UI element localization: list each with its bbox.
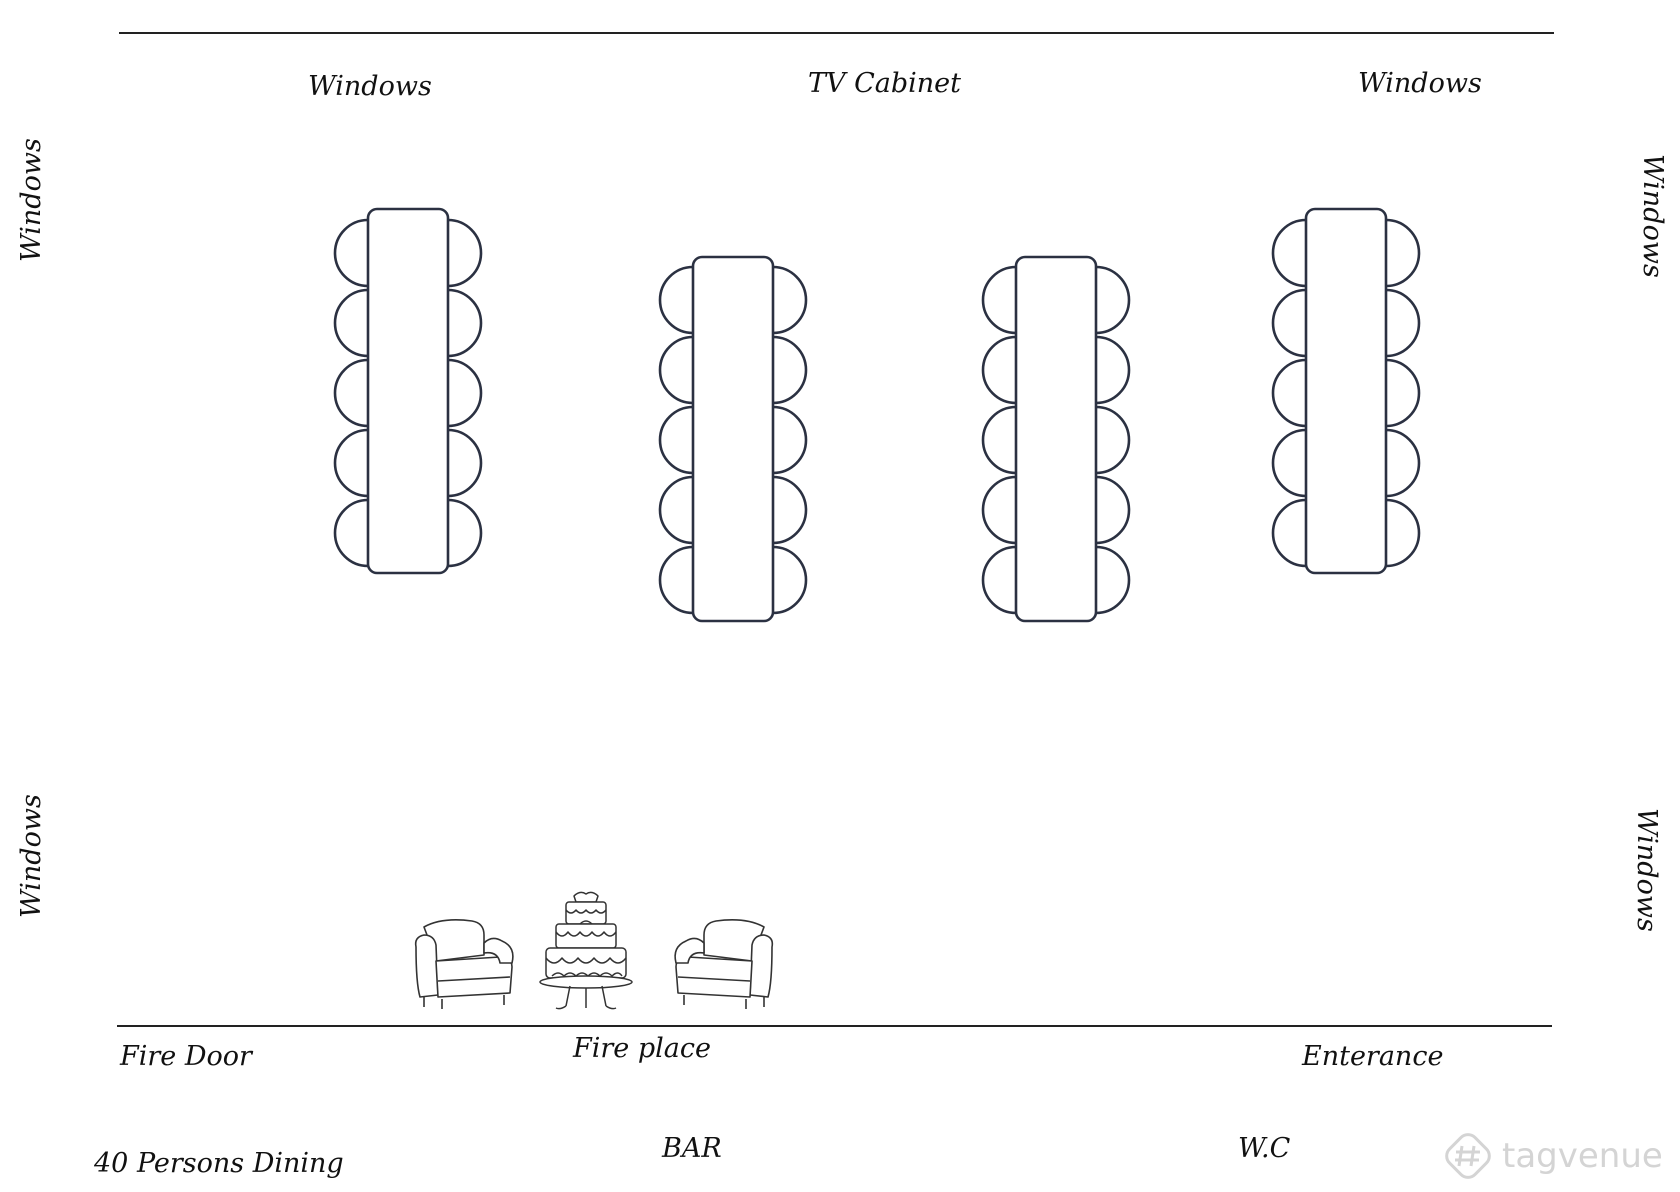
bar-label: BAR xyxy=(662,1133,722,1164)
dining-table-group xyxy=(333,207,483,575)
chair xyxy=(658,265,694,335)
chair xyxy=(1385,218,1421,288)
chair xyxy=(772,405,808,475)
bottom-wall xyxy=(117,1025,1552,1027)
top-wall xyxy=(119,32,1554,34)
wc-label: W.C xyxy=(1238,1133,1291,1164)
chair xyxy=(1271,218,1307,288)
capacity-label: 40 Persons Dining xyxy=(94,1148,344,1179)
tv-cabinet-label: TV Cabinet xyxy=(808,68,961,99)
table-top xyxy=(366,207,450,575)
chair xyxy=(772,475,808,545)
dining-table-group xyxy=(981,255,1131,623)
chair xyxy=(658,335,694,405)
chair xyxy=(772,335,808,405)
wedding-cake-icon xyxy=(539,891,633,1010)
chair xyxy=(981,335,1017,405)
chair xyxy=(333,498,369,568)
chair xyxy=(1271,428,1307,498)
chair xyxy=(333,428,369,498)
chair xyxy=(772,545,808,615)
dining-table-group xyxy=(1271,207,1421,575)
chair xyxy=(1095,265,1131,335)
chair xyxy=(333,358,369,428)
chair xyxy=(447,498,483,568)
chair xyxy=(1095,545,1131,615)
chair xyxy=(658,545,694,615)
table-top xyxy=(691,255,775,623)
chair xyxy=(658,405,694,475)
chair xyxy=(981,405,1017,475)
chair xyxy=(333,218,369,288)
chair xyxy=(1095,405,1131,475)
chair xyxy=(333,288,369,358)
chair xyxy=(1271,498,1307,568)
armchair-right-icon xyxy=(674,919,774,1009)
chair xyxy=(1271,288,1307,358)
chair xyxy=(981,265,1017,335)
chair xyxy=(1385,358,1421,428)
fire-door-label: Fire Door xyxy=(120,1041,252,1072)
chair xyxy=(447,218,483,288)
chair xyxy=(772,265,808,335)
armchair-left-icon xyxy=(414,919,514,1009)
chair xyxy=(658,475,694,545)
chair xyxy=(1095,475,1131,545)
chair xyxy=(981,545,1017,615)
chair xyxy=(1385,428,1421,498)
table-top xyxy=(1304,207,1388,575)
dining-table-group xyxy=(658,255,808,623)
chair xyxy=(1095,335,1131,405)
fire-place-label: Fire place xyxy=(573,1033,711,1064)
chair xyxy=(1385,498,1421,568)
tagvenue-logo-icon xyxy=(1445,1133,1491,1179)
chair xyxy=(1271,358,1307,428)
chair xyxy=(981,475,1017,545)
windows-top-left-label: Windows xyxy=(308,71,432,102)
enterance-label: Enterance xyxy=(1302,1041,1444,1072)
chair xyxy=(447,428,483,498)
chair xyxy=(447,288,483,358)
chair xyxy=(447,358,483,428)
watermark-text: tagvenue xyxy=(1502,1136,1663,1176)
table-top xyxy=(1014,255,1098,623)
windows-top-right-label: Windows xyxy=(1358,68,1482,99)
chair xyxy=(1385,288,1421,358)
